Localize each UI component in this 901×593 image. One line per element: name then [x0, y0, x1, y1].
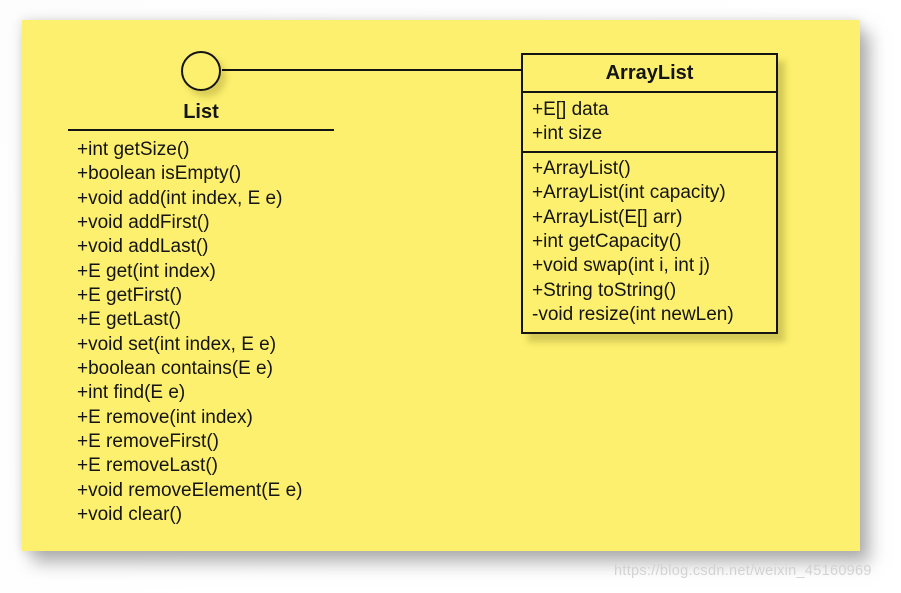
member-line: +String toString()	[532, 279, 677, 301]
member-line: +E getFirst()	[77, 284, 183, 306]
member-line: +void add(int index, E e)	[77, 187, 283, 209]
interface-lollipop-circle	[181, 51, 221, 91]
member-line: +int find(E e)	[77, 382, 186, 404]
member-line: +void addFirst()	[77, 211, 210, 233]
member-line: +E get(int index)	[77, 260, 216, 282]
member-line: +E remove(int index)	[77, 406, 253, 428]
class-name: ArrayList	[523, 55, 776, 93]
member-line: +int size	[532, 123, 603, 145]
watermark-url: https://blog.csdn.net/weixin_45160969	[614, 563, 872, 579]
member-line: +void swap(int i, int j)	[532, 255, 710, 277]
member-line: +ArrayList(E[] arr)	[532, 206, 683, 228]
member-line: +E getLast()	[77, 309, 182, 331]
interface-name: List	[183, 101, 219, 123]
member-line: +void set(int index, E e)	[77, 333, 277, 355]
member-line: +int getSize()	[77, 139, 190, 160]
member-line: +boolean contains(E e)	[77, 357, 273, 379]
member-line: +ArrayList()	[532, 158, 631, 179]
interface-method-list: +int getSize()+boolean isEmpty()+void ad…	[77, 138, 397, 527]
member-line: -void resize(int newLen)	[532, 304, 734, 326]
member-line: +E removeFirst()	[77, 430, 219, 452]
diagram-canvas: List +int getSize()+boolean isEmpty()+vo…	[22, 20, 860, 551]
member-line: +E[] data	[532, 99, 609, 120]
class-box: ArrayList +E[] data +int size +ArrayList(…	[521, 53, 778, 334]
realization-connector-line	[222, 69, 521, 71]
member-line: +E removeLast()	[77, 455, 218, 477]
class-attribute-list: +E[] data +int size	[523, 93, 776, 153]
member-line: +void addLast()	[77, 236, 209, 258]
member-line: +void removeElement(E e)	[77, 479, 303, 501]
class-method-list: +ArrayList() +ArrayList(int capacity)+Arr…	[523, 153, 776, 332]
member-line: +int getCapacity()	[532, 231, 682, 253]
interface-title-underline	[68, 129, 334, 131]
member-line: +boolean isEmpty()	[77, 163, 242, 185]
member-line: +ArrayList(int capacity)	[532, 182, 726, 204]
member-line: +void clear()	[77, 503, 183, 525]
